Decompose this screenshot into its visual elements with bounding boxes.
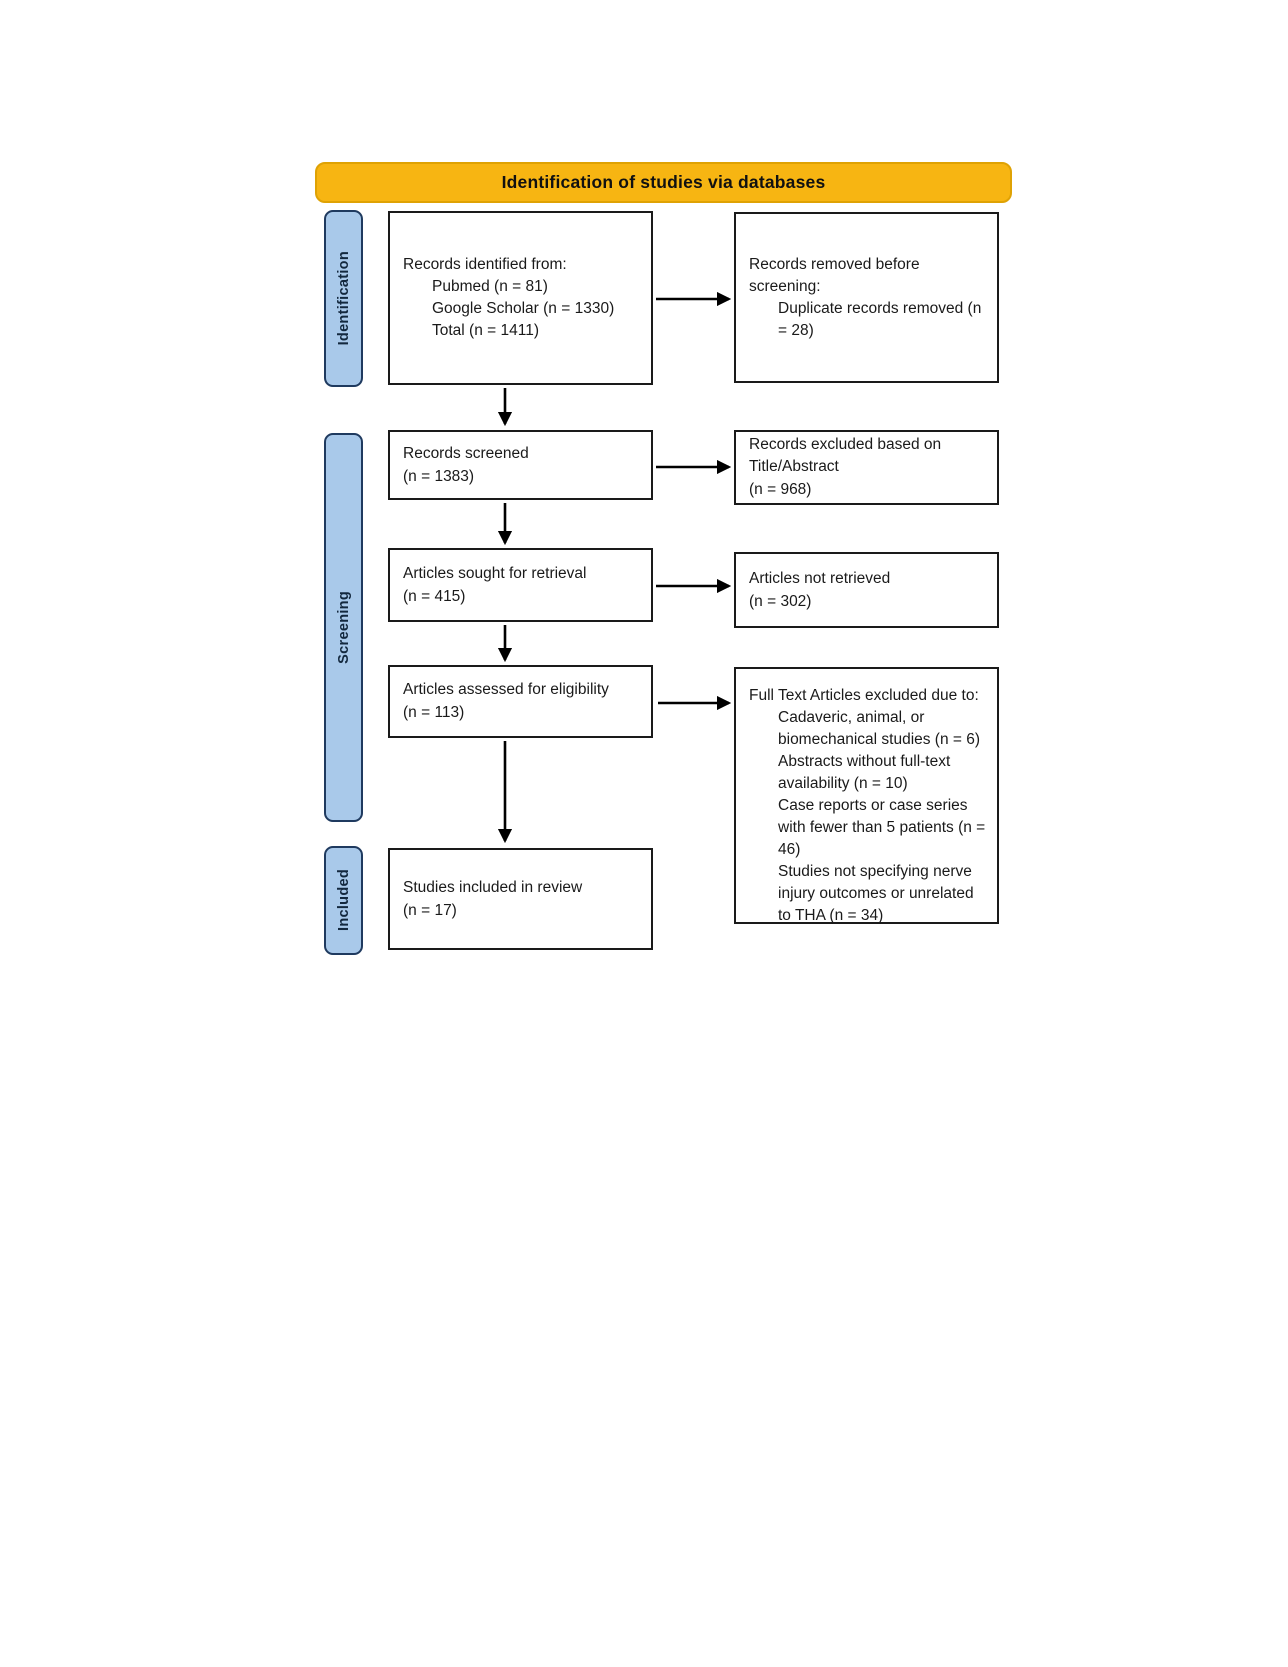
header-title: Identification of studies via databases — [501, 172, 826, 192]
box-articles-assessed: Articles assessed for eligibility (n = 1… — [388, 665, 653, 738]
box-item: Pubmed (n = 81) — [432, 278, 548, 295]
box-records-screened: Records screened (n = 1383) — [388, 430, 653, 500]
stage-label-text: Identification — [335, 251, 352, 346]
box-text: Articles sought for retrieval — [403, 564, 587, 582]
box-count: (n = 17) — [403, 901, 457, 919]
header-banner: Identification of studies via databases — [315, 162, 1012, 203]
box-full-text-excluded: Full Text Articles excluded due to: Cada… — [734, 667, 999, 924]
box-text: Records screened — [403, 444, 529, 462]
box-text: Articles assessed for eligibility — [403, 681, 609, 698]
box-text: Articles not retrieved — [749, 569, 891, 587]
box-item: Abstracts without full-text availability… — [778, 753, 951, 792]
stage-label-included: Included — [324, 846, 363, 955]
box-text: Studies included in review — [403, 878, 583, 896]
box-title: Full Text Articles excluded due to: — [749, 687, 979, 704]
box-count: (n = 302) — [749, 592, 812, 610]
box-count: (n = 415) — [403, 587, 466, 605]
box-articles-not-retrieved: Articles not retrieved (n = 302) — [734, 552, 999, 628]
box-articles-sought: Articles sought for retrieval (n = 415) — [388, 548, 653, 622]
box-item: Studies not specifying nerve injury outc… — [778, 863, 974, 924]
stage-label-text: Included — [335, 869, 352, 932]
box-count: (n = 968) — [749, 481, 812, 498]
box-records-excluded: Records excluded based on Title/Abstract… — [734, 430, 999, 505]
box-item: Cadaveric, animal, or biomechanical stud… — [778, 709, 981, 748]
box-count: (n = 113) — [403, 704, 465, 721]
box-item: Total (n = 1411) — [432, 322, 539, 339]
stage-label-text: Screening — [335, 591, 352, 664]
box-text: Records excluded based on Title/Abstract — [749, 436, 942, 475]
box-title: Records identified from: — [403, 256, 567, 273]
box-studies-included: Studies included in review (n = 17) — [388, 848, 653, 950]
stage-label-screening: Screening — [324, 433, 363, 822]
box-count: (n = 1383) — [403, 467, 475, 485]
box-item: Duplicate records removed (n = 28) — [778, 299, 982, 339]
box-records-identified: Records identified from: Pubmed (n = 81)… — [388, 211, 653, 385]
stage-label-identification: Identification — [324, 210, 363, 387]
box-item: Case reports or case series with fewer t… — [778, 797, 986, 858]
box-records-removed: Records removed before screening: Duplic… — [734, 212, 999, 383]
box-title: Records removed before screening: — [749, 255, 920, 295]
box-item: Google Scholar (n = 1330) — [432, 300, 615, 317]
